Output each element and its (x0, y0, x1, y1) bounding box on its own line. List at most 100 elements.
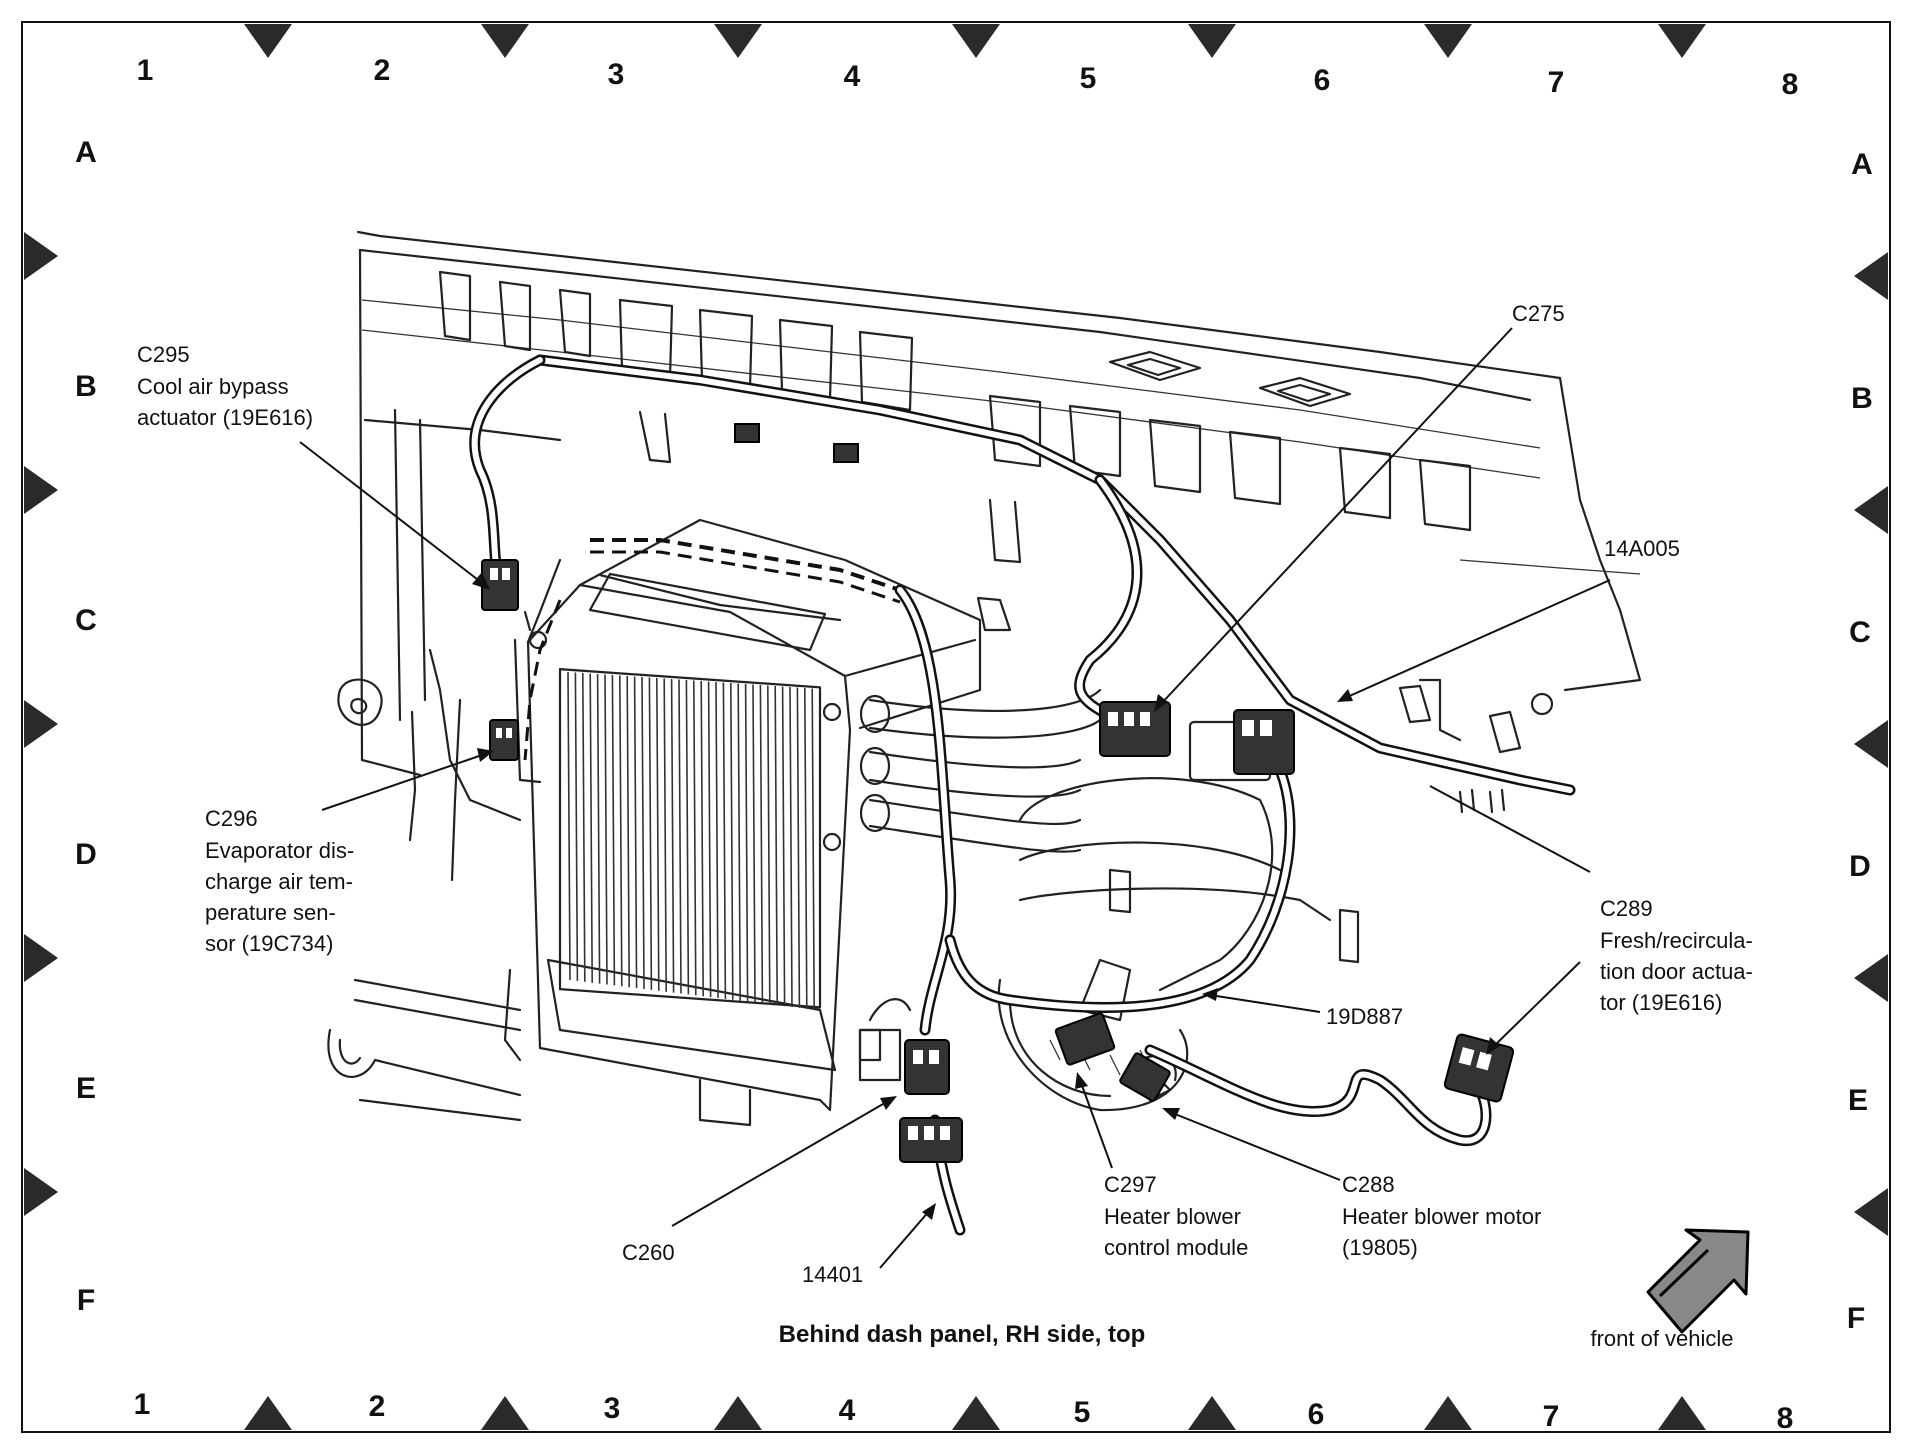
evaporator-fins (567, 671, 815, 1010)
col-label-bottom-3: 3 (604, 1392, 621, 1425)
evaporator-fin (567, 671, 571, 981)
callout-c297: C297 Heater blower control module (1104, 1172, 1248, 1260)
callout-c296-id: C296 (205, 806, 258, 831)
row-label-left-e: E (76, 1072, 96, 1105)
callout-c289-line-3: tor (19E616) (1600, 990, 1722, 1015)
hvac-case-front (526, 583, 852, 1112)
evaporator-fin (796, 687, 801, 1008)
callout-c295-line-2: actuator (19E616) (137, 405, 313, 430)
evaporator-fin (589, 673, 593, 983)
evaporator-fin (744, 683, 749, 1002)
evaporator-fin (604, 674, 608, 985)
callout-c289: C289 Fresh/recircula- tion door actua- t… (1600, 896, 1753, 1015)
callout-c289-id: C289 (1600, 896, 1653, 921)
col-label-top-1: 1 (137, 54, 154, 87)
row-labels-left: A B C D E F (75, 136, 97, 1317)
column-labels-bottom: 1 2 3 4 5 6 7 8 (134, 1388, 1794, 1435)
evaporator-fin (700, 680, 704, 997)
callout-c297-line-2: control module (1104, 1235, 1248, 1260)
callout-c296-line-2: charge air tem- (205, 869, 353, 894)
col-label-bottom-5: 5 (1074, 1396, 1091, 1429)
callout-c295: C295 Cool air bypass actuator (19E616) (137, 342, 313, 430)
hvac-case (526, 518, 982, 1112)
front-arrow-icon (1646, 1228, 1750, 1334)
callout-14401: 14401 (802, 1262, 863, 1287)
row-label-right-d: D (1849, 850, 1871, 883)
evaporator-fin (670, 678, 675, 993)
row-label-left-b: B (75, 370, 97, 403)
col-label-top-7: 7 (1548, 66, 1565, 99)
connector-c288 (1119, 1052, 1171, 1102)
evaporator-fin (574, 672, 579, 981)
callout-19d887: 19D887 (1326, 1004, 1403, 1029)
callout-c260: C260 (622, 1240, 675, 1265)
callout-c288-line-2: (19805) (1342, 1235, 1418, 1260)
leader-lines (299, 327, 1611, 1269)
callout-c296-line-4: sor (19C734) (205, 931, 333, 956)
harness-clips (638, 410, 1462, 742)
evaporator-fin (759, 684, 764, 1004)
col-label-top-3: 3 (608, 58, 625, 91)
row-label-right-a: A (1851, 148, 1873, 181)
callout-c295-line-1: Cool air bypass (137, 374, 289, 399)
row-label-right-f: F (1847, 1302, 1865, 1335)
evaporator-fin (678, 679, 682, 994)
callout-c296-line-1: Evaporator dis- (205, 838, 354, 863)
callout-c288-id: C288 (1342, 1172, 1395, 1197)
callout-c297-id: C297 (1104, 1172, 1157, 1197)
row-label-left-c: C (75, 604, 97, 637)
col-label-bottom-8: 8 (1777, 1402, 1794, 1435)
evaporator-fin (596, 673, 601, 984)
evaporator-fin (611, 674, 616, 986)
cowl-top-edge (358, 248, 1532, 402)
callout-c297-line-1: Heater blower (1104, 1204, 1241, 1229)
row-label-right-b: B (1851, 382, 1873, 415)
row-label-right-e: E (1848, 1084, 1868, 1117)
row-label-left-a: A (75, 136, 97, 169)
evaporator-fin (774, 685, 778, 1006)
connector-c295 (481, 559, 519, 611)
callout-c288: C288 Heater blower motor (19805) (1342, 1172, 1541, 1260)
connector-c296 (489, 719, 519, 761)
col-label-top-8: 8 (1782, 68, 1799, 101)
evaporator-fin (626, 675, 630, 988)
cowl-vent-slots (438, 270, 1472, 532)
evaporator-fin (685, 679, 690, 995)
connector-c260 (858, 1028, 950, 1095)
heater-tubes (859, 688, 1102, 853)
callout-c296: C296 Evaporator dis- charge air tem- per… (205, 806, 354, 956)
evaporator-fin (693, 680, 697, 996)
col-label-top-4: 4 (844, 60, 861, 93)
row-label-left-d: D (75, 838, 97, 871)
evaporator-fin (663, 678, 667, 992)
connector-c297 (1054, 1012, 1116, 1066)
row-label-left-f: F (77, 1284, 95, 1317)
callout-c295-id: C295 (137, 342, 190, 367)
evaporator-fin (582, 672, 586, 982)
front-of-vehicle-label: front of vehicle (1590, 1326, 1733, 1351)
connector-14401 (899, 1117, 963, 1163)
evaporator-fin (789, 686, 793, 1008)
row-labels-right: A B C D E F (1847, 148, 1873, 1335)
cowl-panel-outline (356, 230, 1642, 692)
evaporator-fin (752, 684, 756, 1003)
evaporator-fin (767, 685, 771, 1005)
diagram-frame (21, 21, 1891, 1433)
callout-c289-line-1: Fresh/recircula- (1600, 928, 1753, 953)
dash-assembly-drawing (327, 230, 1642, 1236)
col-label-bottom-6: 6 (1308, 1398, 1325, 1431)
col-label-top-2: 2 (374, 54, 391, 87)
col-label-top-6: 6 (1314, 64, 1331, 97)
col-label-bottom-2: 2 (369, 1390, 386, 1423)
callout-c289-line-2: tion door actua- (1600, 959, 1753, 984)
evaporator-fin (737, 683, 741, 1001)
evaporator-fin (811, 688, 815, 1010)
row-label-right-c: C (1849, 616, 1871, 649)
column-labels-top: 1 2 3 4 5 6 7 8 (137, 54, 1799, 101)
evaporator-fin (730, 682, 734, 1000)
connector-c289 (1443, 1033, 1515, 1103)
evaporator-fin (781, 686, 786, 1007)
evaporator-fin (641, 676, 645, 990)
evaporator-fin (648, 677, 653, 990)
col-label-bottom-1: 1 (134, 1388, 151, 1421)
